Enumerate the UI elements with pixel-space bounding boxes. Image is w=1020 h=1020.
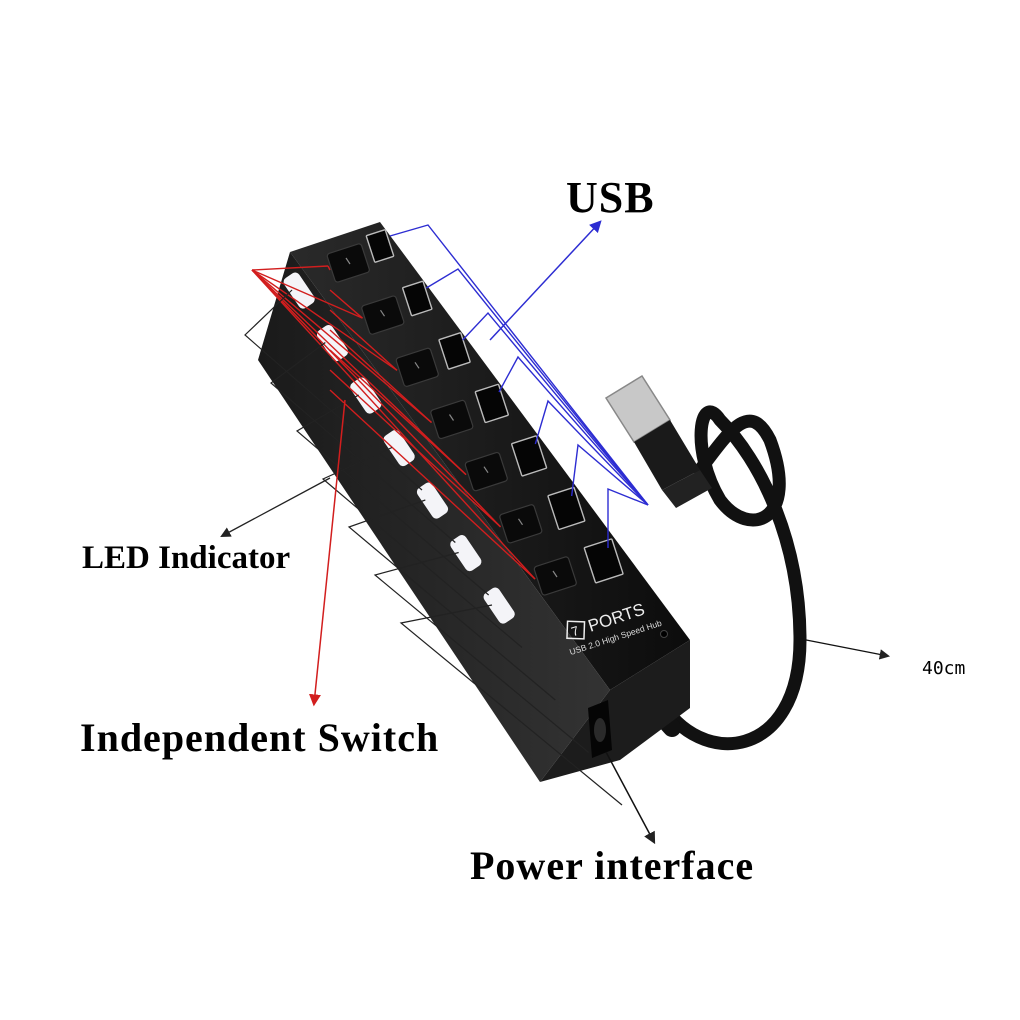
usb-callout-lines [389, 224, 649, 548]
switch-1 [326, 243, 370, 283]
switch-line-b-3 [329, 309, 398, 371]
switch-callout-lines [251, 265, 536, 580]
switch-line-5 [251, 269, 467, 476]
switch-line-2 [251, 269, 363, 319]
usb-port-3 [438, 332, 471, 370]
hub-led-dot [660, 630, 668, 638]
switch-mark-2 [380, 309, 385, 317]
led-arrow [220, 477, 331, 537]
switch-2 [361, 295, 405, 335]
usb-line-5 [534, 399, 649, 506]
switch-5 [464, 451, 508, 492]
led-7 [483, 587, 515, 624]
usb-port-5 [511, 435, 548, 477]
usb-line-3 [462, 311, 649, 506]
led-line-3 [295, 394, 490, 596]
hub-end-cap [540, 640, 690, 782]
led-line-5 [347, 499, 556, 701]
led-5 [416, 482, 449, 519]
led-line-6 [373, 551, 590, 753]
switch-line-b-2 [329, 289, 363, 319]
usb-line-7 [607, 487, 649, 548]
usb-port-7 [583, 538, 624, 584]
usb-line-2 [425, 268, 649, 506]
usb-plug [604, 374, 712, 508]
independent-switch-label: Independent Switch [80, 715, 440, 760]
usb-port-4 [474, 383, 509, 424]
switch-line-b-4 [329, 329, 432, 424]
switch-4 [430, 399, 474, 440]
switch-line-4 [251, 269, 432, 424]
switch-mark-7 [552, 570, 558, 578]
power-arrow [605, 751, 656, 845]
switch-line-b-5 [329, 349, 467, 476]
switch-6 [499, 504, 543, 544]
led-line-1 [244, 289, 423, 491]
usb-port-6 [547, 486, 586, 530]
switch-arrow [309, 399, 346, 707]
switch-mark-4 [449, 414, 454, 421]
switch-mark-6 [518, 518, 523, 526]
power-jack [588, 700, 612, 758]
led-line-7 [399, 604, 623, 806]
switch-3 [395, 347, 439, 387]
switch-line-1 [251, 265, 329, 271]
cable-length-label: 40cm [922, 658, 966, 679]
led-4 [383, 430, 415, 467]
switch-mark-3 [414, 362, 420, 369]
led-line-2 [270, 342, 456, 543]
length-arrow [795, 637, 891, 660]
usb-arrow [489, 220, 602, 341]
switch-line-3 [251, 269, 398, 371]
led-line-4 [321, 446, 523, 648]
usb-line-6 [570, 443, 649, 506]
led-6 [450, 535, 482, 572]
power-interface-label: Power interface [470, 843, 755, 888]
switches [326, 243, 577, 596]
usb-port-1 [365, 229, 395, 263]
switch-line-7 [251, 269, 536, 580]
usb-port-2 [402, 280, 433, 317]
switch-mark-1 [345, 257, 351, 265]
led-2 [316, 325, 349, 362]
switch-line-b-1 [327, 265, 331, 271]
usb-label: USB [566, 173, 655, 222]
switch-line-6 [251, 269, 502, 528]
switch-mark-5 [483, 466, 489, 473]
usb-line-1 [389, 224, 649, 506]
led-indicator-label: LED Indicator [82, 540, 291, 576]
switch-7 [533, 556, 577, 596]
usb-line-4 [498, 355, 649, 506]
brand-number: 7 [569, 623, 581, 640]
led-callout-lines [244, 289, 623, 806]
usb-ports [365, 229, 624, 584]
switch-line-b-7 [329, 389, 536, 580]
